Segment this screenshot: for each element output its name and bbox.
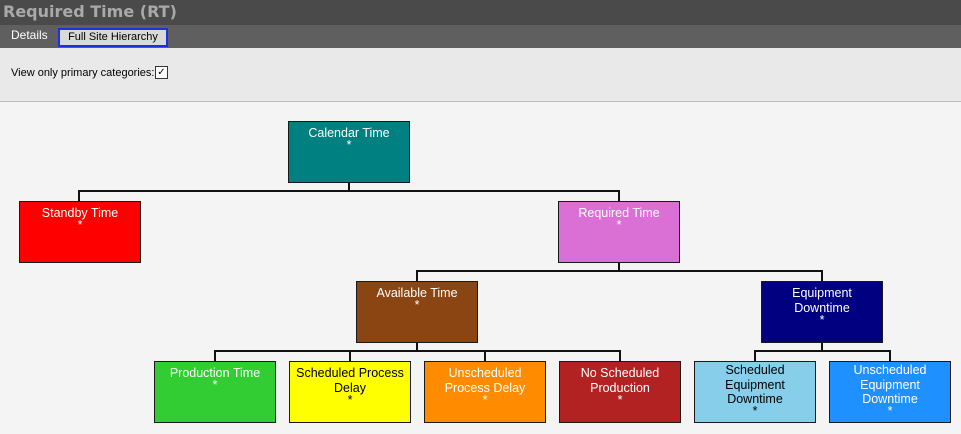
connector — [484, 350, 486, 362]
node-marker: * — [616, 218, 622, 232]
node-standby-time[interactable]: Standby Time * — [19, 201, 141, 263]
node-marker: * — [819, 313, 825, 327]
checkmark-icon: ✓ — [157, 67, 166, 78]
connector — [214, 350, 216, 362]
node-no-scheduled-production[interactable]: No Scheduled Production * — [559, 361, 681, 423]
connector — [754, 350, 891, 352]
node-available-time[interactable]: Available Time * — [356, 281, 478, 343]
node-calendar-time[interactable]: Calendar Time * — [288, 121, 410, 183]
node-required-time[interactable]: Required Time * — [558, 201, 680, 263]
node-marker: * — [887, 403, 893, 418]
node-marker: * — [617, 393, 623, 407]
connector — [78, 190, 620, 192]
connector — [78, 190, 80, 202]
primary-categories-label: View only primary categories: — [11, 67, 155, 79]
connector — [349, 350, 351, 362]
node-unscheduled-process-delay[interactable]: Unscheduled Process Delay * — [424, 361, 546, 423]
connector — [348, 183, 350, 190]
node-equipment-downtime[interactable]: Equipment Downtime * — [761, 281, 883, 343]
node-marker: * — [212, 378, 218, 392]
node-marker: * — [77, 218, 83, 232]
window-title: Required Time (RT) — [3, 2, 177, 21]
connector — [618, 263, 620, 270]
node-label: Unscheduled Process Delay — [444, 366, 526, 395]
node-unscheduled-equipment-downtime[interactable]: Unscheduled Equipment Downtime * — [829, 361, 951, 423]
primary-categories-checkbox[interactable]: ✓ — [155, 66, 168, 79]
connector — [416, 270, 418, 282]
filter-bar: View only primary categories: ✓ — [0, 48, 961, 102]
node-marker: * — [752, 403, 758, 418]
hierarchy-canvas: Calendar Time * Standby Time * Required … — [0, 102, 961, 434]
tab-bar: Details Full Site Hierarchy — [0, 25, 961, 48]
node-label: Calendar Time — [308, 126, 390, 140]
node-label: Scheduled Equipment Downtime — [725, 363, 785, 406]
node-marker: * — [482, 393, 488, 407]
node-marker: * — [347, 393, 353, 407]
node-label: Scheduled Process Delay — [296, 366, 404, 395]
node-label: Available Time — [376, 286, 458, 300]
node-scheduled-equipment-downtime[interactable]: Scheduled Equipment Downtime * — [694, 361, 816, 423]
node-label: Production Time — [169, 366, 261, 380]
connector — [416, 270, 823, 272]
node-label: Unscheduled Equipment Downtime — [853, 363, 927, 406]
connector — [619, 350, 621, 362]
connector — [416, 343, 418, 350]
tab-full-site-hierarchy[interactable]: Full Site Hierarchy — [58, 28, 168, 47]
node-scheduled-process-delay[interactable]: Scheduled Process Delay * — [289, 361, 411, 423]
connector — [754, 350, 756, 362]
node-label: Required Time — [578, 206, 660, 220]
connector — [214, 350, 621, 352]
connector — [889, 350, 891, 362]
title-bar: Required Time (RT) — [0, 0, 961, 25]
node-label: Equipment Downtime — [792, 286, 852, 315]
node-marker: * — [414, 298, 420, 312]
node-label: No Scheduled Production — [580, 366, 660, 395]
connector — [618, 190, 620, 202]
connector — [821, 270, 823, 282]
node-production-time[interactable]: Production Time * — [154, 361, 276, 423]
connector — [821, 343, 823, 350]
node-marker: * — [346, 138, 352, 152]
node-label: Standby Time — [41, 206, 119, 220]
tab-details[interactable]: Details — [11, 28, 48, 42]
